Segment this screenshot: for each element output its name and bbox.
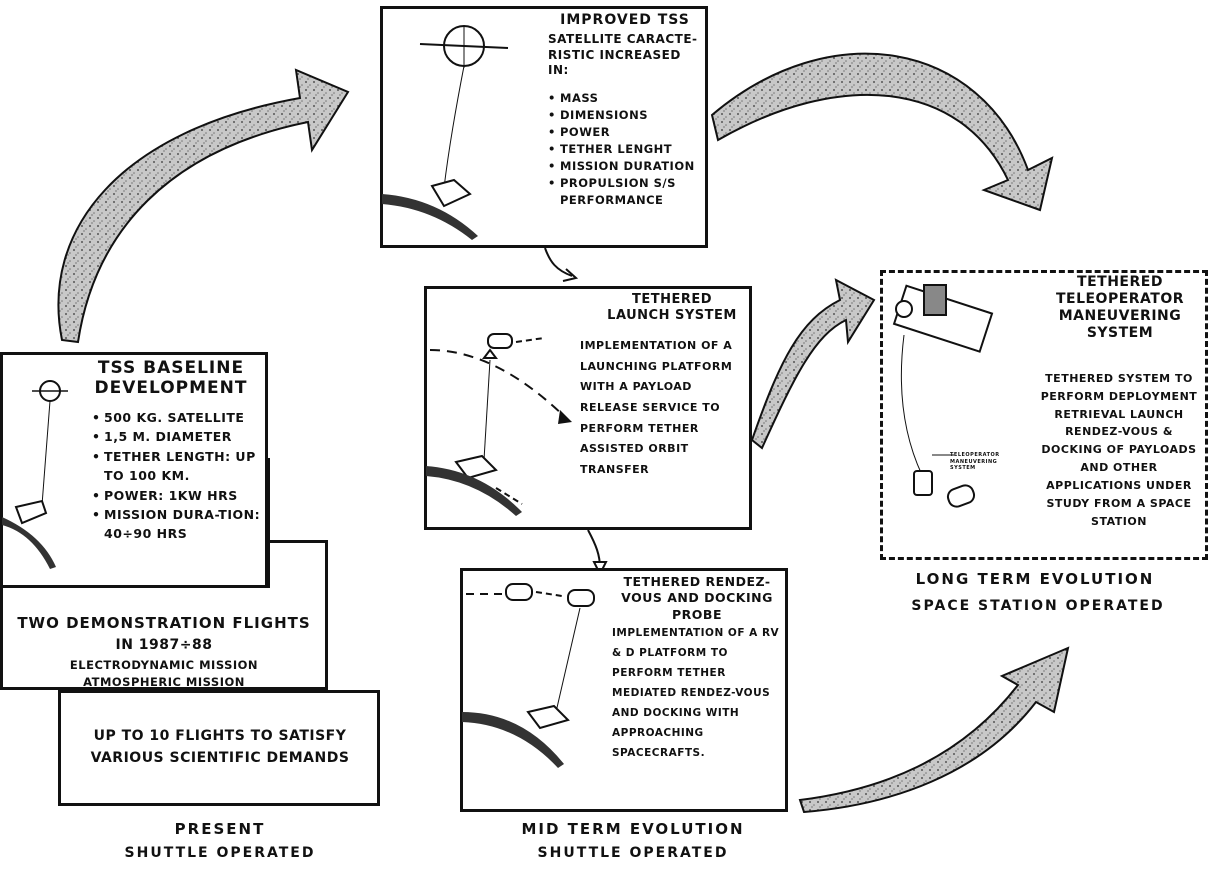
arrow-launch-to-teleoperator (750, 278, 876, 450)
caption-present-sub: SHUTTLE OPERATED (124, 845, 316, 861)
improved-item: MISSION DURATION (548, 158, 704, 175)
demo-mission: ATMOSPHERIC MISSION (83, 675, 245, 689)
launch-title: TETHERED LAUNCH SYSTEM (607, 292, 737, 324)
rendezvous-box (460, 568, 788, 812)
baseline-item: TETHER LENGTH: UP TO 100 km. (92, 447, 262, 486)
baseline-items: 500 kg. SATELLITE 1,5 m. DIAMETER TETHER… (92, 408, 262, 544)
teleoperator-text: TETHERED SYSTEM TO PERFORM DEPLOYMENT RE… (1040, 372, 1198, 528)
arrow-rendezvous-to-long-term (798, 646, 1070, 814)
arrow-improved-to-long-term (710, 52, 1054, 212)
flights-box (58, 690, 380, 806)
baseline-item: 1,5 m. DIAMETER (92, 427, 262, 447)
baseline-item: POWER: 1kw HRS (92, 486, 262, 506)
flights-text: UP TO 10 FLIGHTS TO SATISFY VARIOUS SCIE… (90, 728, 350, 766)
baseline-item: 500 kg. SATELLITE (92, 408, 262, 428)
teleoperator-small-label: TELEOPERATOR MANEUVERING SYSTEM (950, 452, 1000, 471)
improved-item: MASS (548, 90, 704, 107)
caption-mid-term-sub: SHUTTLE OPERATED (537, 845, 729, 861)
improved-title: IMPROVED TSS (560, 12, 690, 28)
demo-title: TWO DEMONSTRATION FLIGHTS (17, 614, 311, 632)
arrow-present-to-improved (57, 68, 350, 344)
caption-mid-term: MID TERM EVOLUTION (521, 820, 745, 838)
improved-item: TETHER LENGHT (548, 141, 704, 158)
caption-present: PRESENT (174, 820, 266, 838)
launch-text: IMPLEMENTATION OF A LAUNCHING PLATFORM W… (580, 339, 733, 477)
caption-long-term-sub: SPACE STATION OPERATED (911, 598, 1165, 614)
improved-item: POWER (548, 124, 704, 141)
improved-item: PROPULSION S/S PERFORMANCE (548, 175, 704, 209)
improved-items: MASS DIMENSIONS POWER TETHER LENGHT MISS… (548, 90, 704, 209)
demo-sub: IN 1987÷88 (115, 637, 213, 653)
rendezvous-illustration (462, 583, 595, 768)
arrow-improved-to-launch (544, 247, 573, 277)
baseline-item: MISSION DURA-TION: 40÷90 HRS (92, 505, 262, 544)
baseline-title: TSS BASELINE DEVELOPMENT (94, 358, 248, 399)
rendezvous-text: IMPLEMENTATION OF A RV & D PLATFORM TO P… (612, 627, 780, 759)
teleoperator-illustration (892, 284, 994, 508)
baseline-illustration (2, 380, 68, 569)
improved-intro: SATELLITE CARACTE-RISTIC INCREASED IN: (548, 32, 698, 78)
caption-long-term: LONG TERM EVOLUTION (915, 570, 1155, 588)
improved-item: DIMENSIONS (548, 107, 704, 124)
teleoperator-title: TETHERED TELEOPERATOR MANEUVERING SYSTEM (1055, 274, 1185, 342)
improved-illustration (382, 25, 509, 240)
demo-mission: ELECTRODYNAMIC MISSION (69, 658, 259, 672)
rendezvous-title: TETHERED RENDEZ-VOUS AND DOCKING PROBE (621, 574, 773, 622)
launch-illustration (426, 333, 572, 516)
